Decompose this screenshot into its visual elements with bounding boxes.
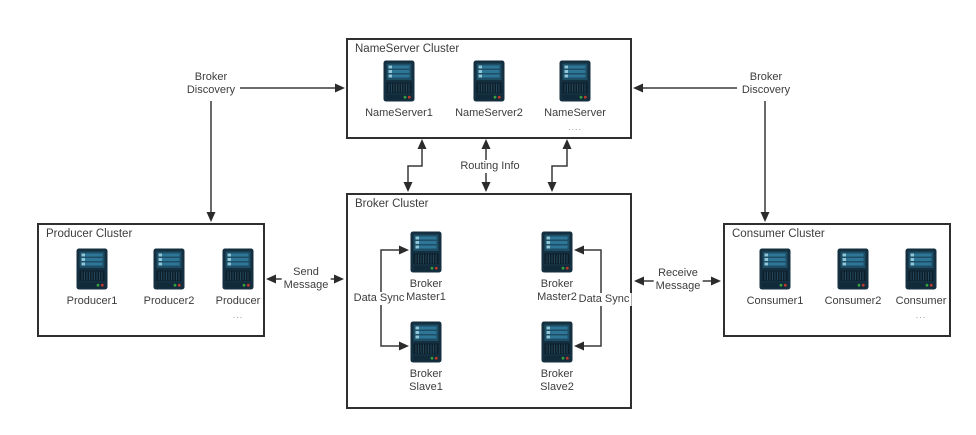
server-icon: [76, 248, 108, 290]
consumer-cluster-title: Consumer Cluster: [732, 228, 825, 240]
node-broker-slave2: Broker Slave2: [507, 321, 607, 394]
broker-discovery-right-connector: [633, 83, 770, 222]
node-label: Consumer1: [746, 295, 804, 307]
server-icon: [541, 231, 573, 273]
node-label: Producer1: [66, 295, 118, 307]
broker-discovery-left-connector: [206, 83, 345, 222]
node-nameserver-n: NameServer ....: [525, 60, 625, 132]
node-broker-master1: Broker Master1: [376, 231, 476, 304]
nameserver-cluster-title: NameServer Cluster: [355, 43, 460, 55]
node-label: Broker Slave1: [409, 368, 443, 393]
send-message-label: Send Message: [281, 266, 331, 292]
node-producer1: Producer1: [42, 248, 142, 308]
server-icon: [383, 60, 415, 102]
producer-cluster-title: Producer Cluster: [46, 228, 133, 240]
routing-info-connector-left: [403, 139, 427, 192]
server-icon: [837, 248, 869, 290]
node-label: NameServer: [544, 107, 606, 119]
node-label: Producer2: [143, 295, 195, 307]
routing-info-label: Routing Info: [458, 160, 522, 173]
node-broker-slave1: Broker Slave1: [376, 321, 476, 394]
node-broker-master2: Broker Master2: [507, 231, 607, 304]
data-sync-left-label: Data Sync: [351, 292, 407, 305]
node-label: Broker Master1: [406, 278, 446, 303]
server-icon: [541, 321, 573, 363]
broker-discovery-left-label: Broker Discovery: [186, 71, 236, 96]
server-icon: [905, 248, 937, 290]
node-nameserver2: NameServer2: [439, 60, 539, 120]
node-label: Broker Slave2: [540, 368, 574, 393]
broker-discovery-right-label: Broker Discovery: [741, 71, 791, 96]
node-label: Consumer: [895, 295, 947, 307]
ellipsis-label: ...: [915, 309, 927, 320]
server-icon: [759, 248, 791, 290]
server-icon: [222, 248, 254, 290]
receive-message-label: Receive Message: [653, 267, 703, 293]
node-producer2: Producer2: [119, 248, 219, 308]
server-icon: [410, 231, 442, 273]
server-icon: [410, 321, 442, 363]
node-producer-n: Producer ...: [188, 248, 288, 320]
server-icon: [559, 60, 591, 102]
node-consumer2: Consumer2: [803, 248, 903, 308]
server-icon: [473, 60, 505, 102]
node-label: Broker Master2: [537, 278, 577, 303]
node-consumer1: Consumer1: [725, 248, 825, 308]
data-sync-right-label: Data Sync: [576, 293, 632, 306]
node-label: NameServer2: [455, 107, 523, 119]
node-label: Consumer2: [824, 295, 882, 307]
node-label: Producer: [215, 295, 261, 307]
broker-cluster-title: Broker Cluster: [355, 198, 429, 210]
server-icon: [153, 248, 185, 290]
node-label: NameServer1: [365, 107, 433, 119]
routing-info-connector-right: [547, 139, 572, 192]
node-consumer-n: Consumer ...: [871, 248, 971, 320]
ellipsis-label: ....: [567, 121, 582, 132]
node-nameserver1: NameServer1: [349, 60, 449, 120]
ellipsis-label: ...: [232, 309, 244, 320]
